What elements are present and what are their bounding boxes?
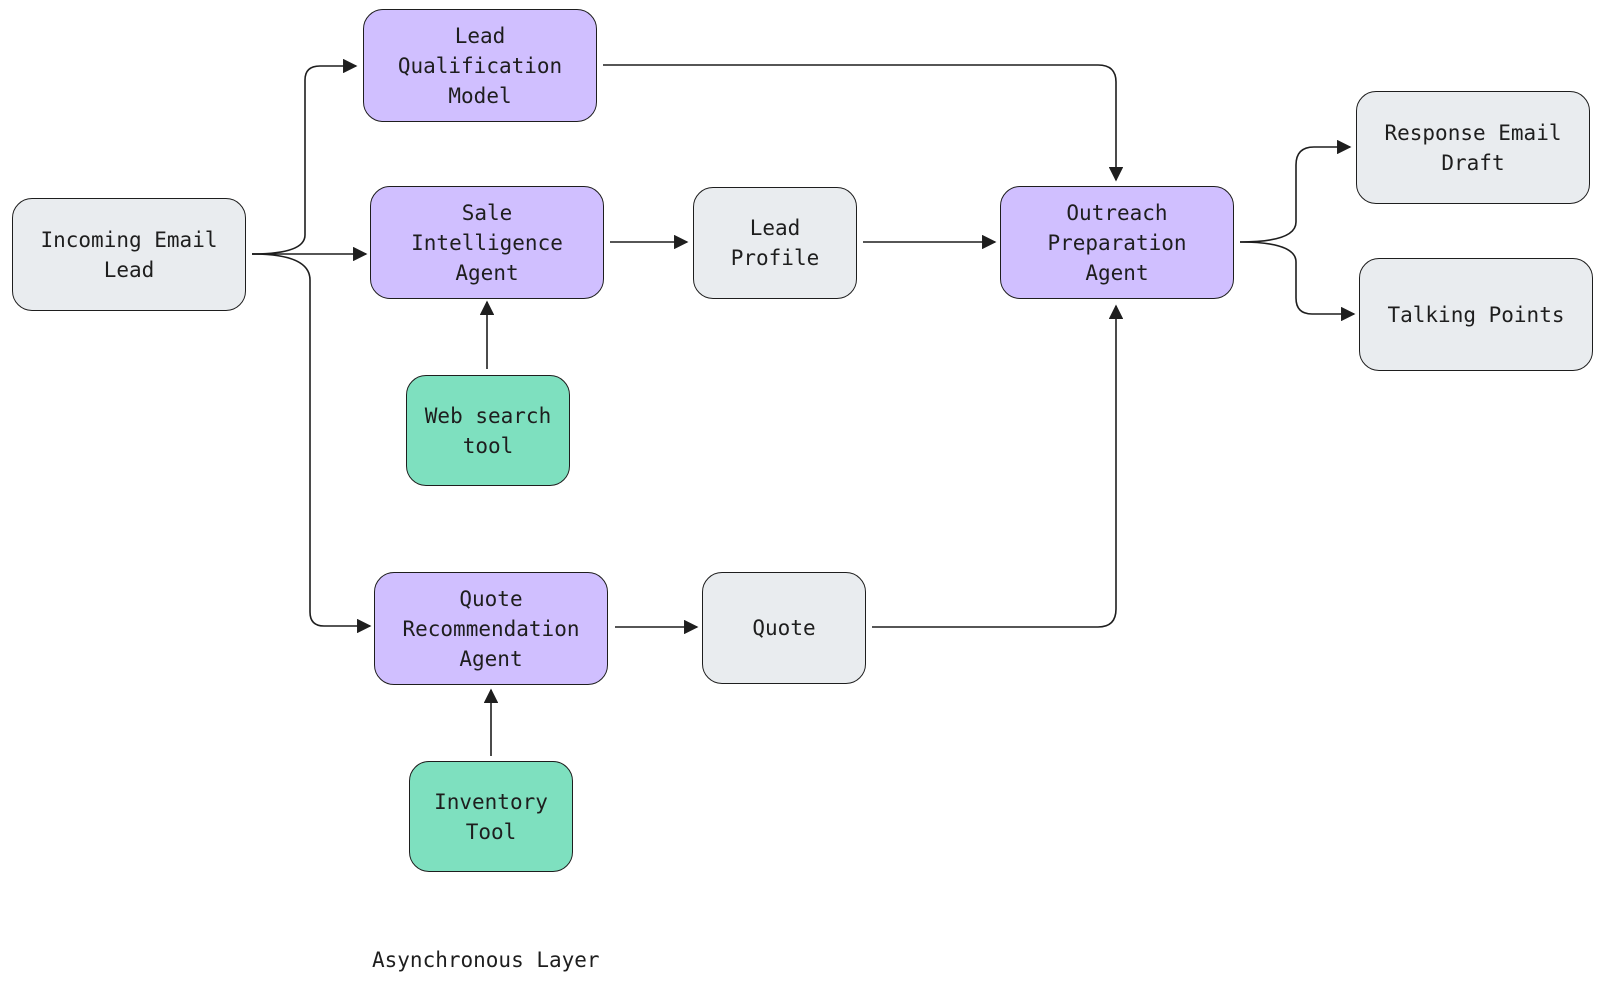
edge-outreach-to-talking-points: [1239, 241, 1356, 322]
edge-lead-qualification-to-outreach: [603, 64, 1124, 182]
node-response-email-draft: Response Email Draft: [1356, 91, 1590, 204]
node-sale-intelligence-agent: Sale Intelligence Agent: [370, 186, 604, 299]
edge-incoming-to-quote-recommendation: [251, 253, 372, 634]
edge-quote-to-outreach: [872, 304, 1124, 628]
edge-incoming-to-lead-qualification: [251, 58, 358, 255]
node-outreach-preparation-agent: Outreach Preparation Agent: [1000, 186, 1234, 299]
node-quote: Quote: [702, 572, 866, 684]
node-incoming-email-lead: Incoming Email Lead: [12, 198, 246, 311]
node-lead-profile: Lead Profile: [693, 187, 857, 299]
edge-outreach-to-response-email: [1239, 139, 1352, 243]
node-talking-points: Talking Points: [1359, 258, 1593, 371]
node-quote-recommendation-agent: Quote Recommendation Agent: [374, 572, 608, 685]
caption-asynchronous-layer: Asynchronous Layer: [372, 948, 600, 972]
node-inventory-tool: Inventory Tool: [409, 761, 573, 872]
node-web-search-tool: Web search tool: [406, 375, 570, 486]
node-lead-qualification-model: Lead Qualification Model: [363, 9, 597, 122]
